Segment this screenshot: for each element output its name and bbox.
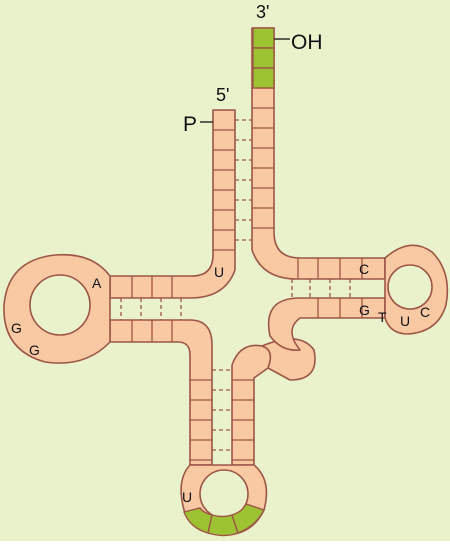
base-g-t-loop: G (359, 302, 370, 318)
nucleotide-dividers (131, 87, 363, 461)
acceptor-end-nucleotide-2 (252, 47, 275, 69)
five-prime-label: 5' (216, 85, 229, 105)
base-c-1: C (359, 261, 369, 277)
base-u-t-loop: U (400, 313, 410, 329)
hydroxyl-label: OH (291, 31, 323, 54)
three-prime-label: 3' (256, 2, 269, 22)
highlighted-nucleotides (183, 27, 275, 537)
base-u-anticodon: U (182, 489, 192, 505)
base-t: T (378, 309, 387, 325)
acceptor-end-nucleotide-3 (252, 67, 275, 89)
base-pair-bonds (120, 119, 351, 451)
anticodon-nucleotide-3 (231, 503, 265, 534)
loops (3, 244, 449, 536)
variable-loop (261, 338, 316, 381)
acceptor-end-nucleotide-1 (252, 27, 275, 49)
base-a: A (92, 275, 102, 291)
base-g-2: G (29, 342, 40, 358)
d-loop (3, 253, 111, 364)
t-arm-lower-strand (267, 297, 386, 352)
base-g-1: G (11, 320, 22, 336)
base-u-stem: U (214, 264, 224, 280)
t-loop (384, 244, 449, 335)
phosphate-label: P (183, 113, 197, 136)
base-c-2: C (420, 304, 430, 320)
